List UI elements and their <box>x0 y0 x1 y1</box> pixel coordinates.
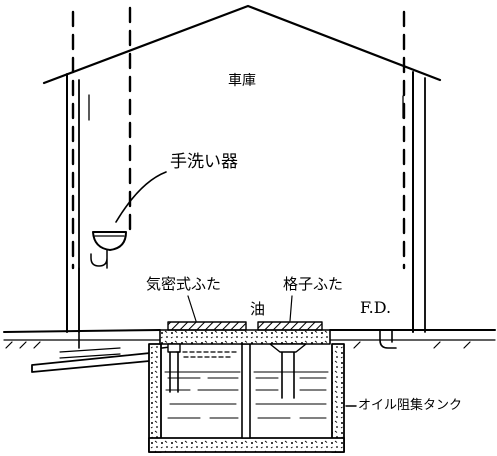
label-floor-drain: F.D. <box>360 298 392 317</box>
baffle-pipe <box>281 343 295 399</box>
label-garage: 車庫 <box>228 73 256 89</box>
oil-layer <box>175 351 237 358</box>
water-level-right <box>253 371 329 419</box>
basin-drain-trap <box>90 249 108 269</box>
tank-wall-left <box>148 343 162 453</box>
label-hand-wash-basin: 手洗い器 <box>170 152 238 172</box>
outlet-pipe <box>31 351 161 373</box>
tank-top-slab <box>159 329 331 345</box>
label-oil-interceptor-tank: オイル阻集タンク <box>358 398 463 413</box>
leader-grid-lid <box>289 295 293 322</box>
tank-base <box>148 437 345 453</box>
tank-partition <box>241 343 251 439</box>
inlet-pipe <box>161 345 179 393</box>
roof-outline <box>42 4 442 85</box>
ground-line <box>3 329 496 333</box>
airtight-lid <box>167 321 247 331</box>
water-level-left <box>164 371 241 419</box>
tank-wall-right <box>331 343 345 453</box>
hand-wash-basin <box>92 231 127 251</box>
grid-lid <box>257 321 323 331</box>
leader-airtight-lid <box>187 295 197 322</box>
floor-drain-fixture <box>379 329 397 349</box>
label-airtight-lid: 気密式ふた <box>146 275 222 293</box>
label-grid-lid: 格子ふた <box>283 275 344 293</box>
label-oil: 油 <box>250 300 266 318</box>
leader-hand-wash <box>115 171 167 223</box>
